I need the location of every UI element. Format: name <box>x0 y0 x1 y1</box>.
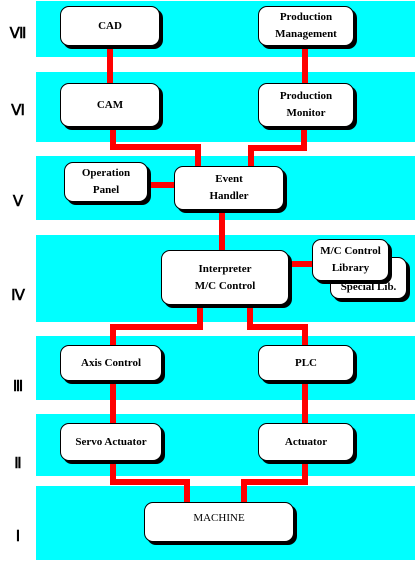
link-cam-event <box>110 127 201 169</box>
node-event-handler: Event Handler <box>174 166 284 210</box>
link-interpreter-plc <box>247 305 308 347</box>
level-label-2: Ⅱ <box>14 456 22 472</box>
node-cam: CAM <box>60 83 160 127</box>
link-actuator-machine <box>241 461 308 504</box>
node-mc-control-library-label: M/C Control Library <box>320 245 381 274</box>
node-plc: PLC <box>258 345 354 381</box>
node-production-management-label: Production Management <box>275 11 337 40</box>
link-monitor-event <box>248 127 307 169</box>
node-machine: MACHINE <box>144 502 294 542</box>
node-interpreter: Interpreter M/C Control <box>161 250 289 305</box>
node-cad-label: CAD <box>98 19 122 32</box>
level-label-3: Ⅲ <box>12 379 24 395</box>
level-label-5: Ⅴ <box>12 194 24 210</box>
node-axis-control: Axis Control <box>60 345 162 381</box>
link-servo-machine <box>110 461 190 504</box>
node-plc-label: PLC <box>295 356 317 369</box>
level-label-1: Ⅰ <box>15 529 21 545</box>
level-label-4: Ⅳ <box>11 288 25 304</box>
node-production-management: Production Management <box>258 6 354 46</box>
node-special-lib-label: Special Lib. <box>340 281 397 293</box>
level-label-6: Ⅵ <box>11 103 25 119</box>
level-label-7: Ⅶ <box>9 26 27 42</box>
node-production-monitor: Production Monitor <box>258 83 354 127</box>
node-servo-actuator-label: Servo Actuator <box>75 435 147 448</box>
node-operation-panel: Operation Panel <box>64 162 148 202</box>
node-actuator: Actuator <box>258 423 354 461</box>
link-interpreter-axis <box>110 305 203 347</box>
node-interpreter-label: Interpreter M/C Control <box>194 262 256 292</box>
node-axis-control-label: Axis Control <box>81 356 141 369</box>
node-cad: CAD <box>60 6 160 46</box>
node-servo-actuator: Servo Actuator <box>60 423 162 461</box>
node-production-monitor-label: Production Monitor <box>279 90 333 119</box>
node-machine-label: MACHINE <box>193 512 245 524</box>
node-operation-panel-label: Operation Panel <box>81 167 131 196</box>
node-mc-control-library: M/C Control Library <box>312 239 389 281</box>
node-cam-label: CAM <box>96 98 124 111</box>
node-actuator-label: Actuator <box>284 435 328 448</box>
node-event-handler-label: Event Handler <box>209 173 249 202</box>
